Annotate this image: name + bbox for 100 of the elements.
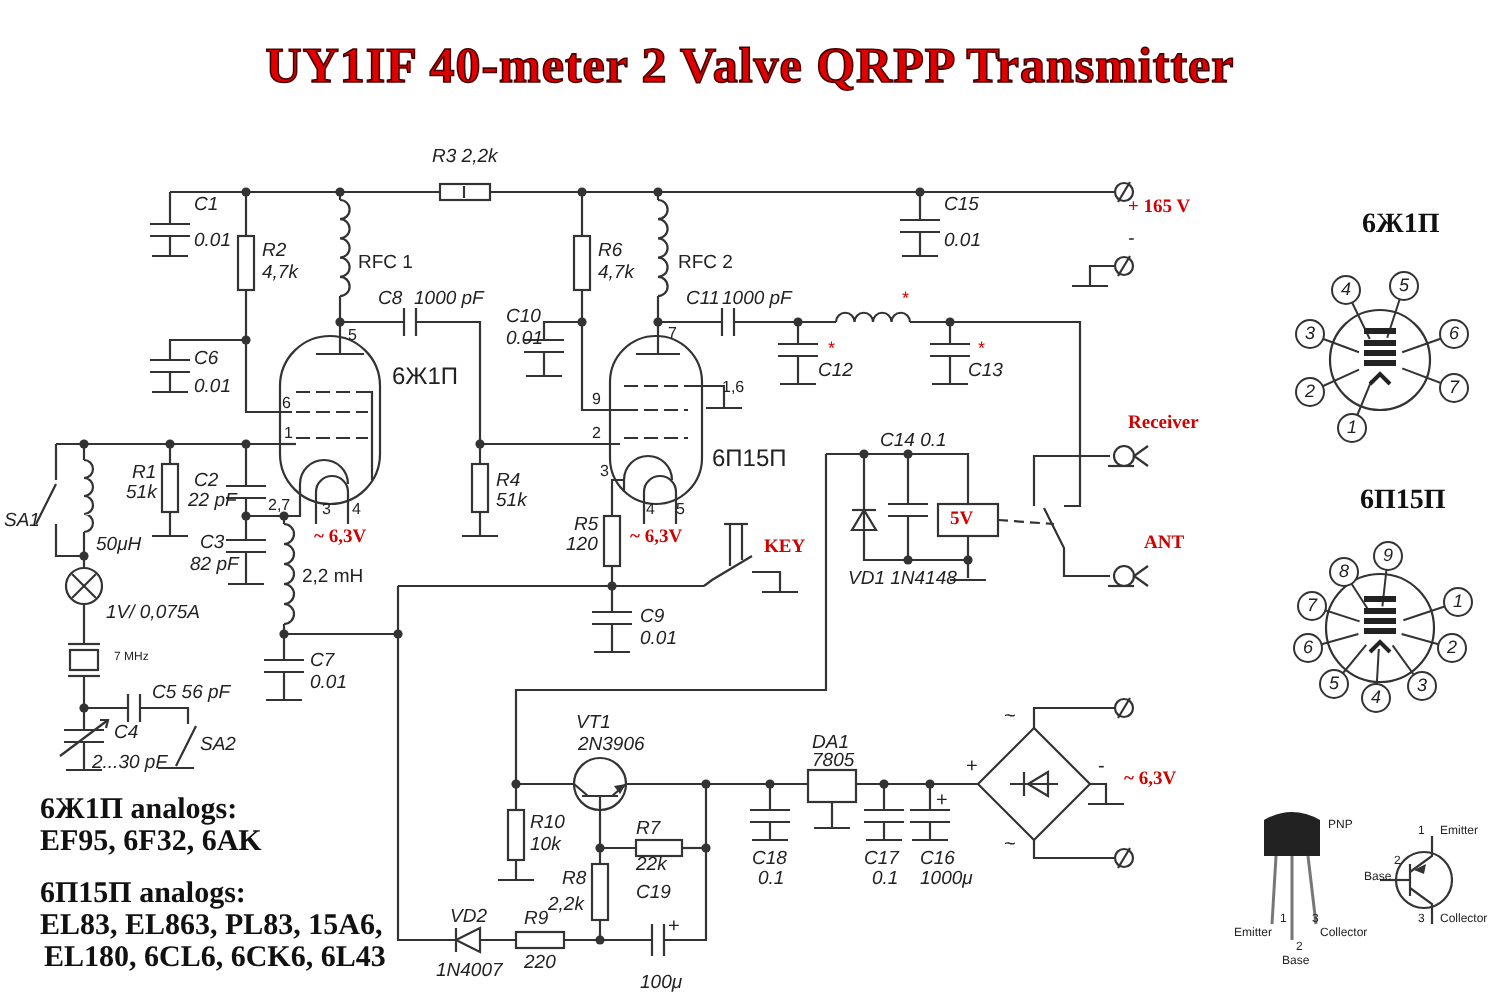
- component-label: SA2: [200, 736, 236, 755]
- pin-number: 6: [282, 396, 291, 412]
- component-label: 120: [566, 536, 598, 555]
- analogs-note: 6Ж1П analogs:: [40, 796, 238, 826]
- component-label: C18: [752, 850, 787, 869]
- signal-label: ANT: [1144, 536, 1185, 555]
- component-label: C7: [310, 652, 335, 671]
- component-label: 0.01: [194, 232, 231, 251]
- pin-number: 1: [1453, 593, 1463, 611]
- signal-label: ~ 6,3V: [630, 530, 683, 549]
- component-label: C16: [920, 850, 955, 869]
- component-label: 0.1: [872, 870, 899, 889]
- pin-number: 6: [1303, 639, 1313, 657]
- component-label: 2,2k: [548, 896, 584, 915]
- polarity-mark: -: [1098, 758, 1105, 778]
- pin-number: 2,7: [268, 498, 291, 514]
- component-label: 2N3906: [578, 736, 645, 755]
- component-label: C1: [194, 196, 219, 215]
- marker-symbol: *: [978, 340, 986, 358]
- signal-label: Receiver: [1128, 416, 1199, 435]
- component-label: C15: [944, 196, 979, 215]
- pin-number: 1: [284, 426, 293, 442]
- component-label: 4,7k: [598, 264, 634, 283]
- component-label: C8: [378, 290, 403, 309]
- component-label: 0.01: [640, 630, 677, 649]
- pin-number: 4: [352, 502, 361, 518]
- pin-number: 5: [1399, 277, 1409, 295]
- component-label: 100μ: [640, 974, 683, 993]
- analogs-note: EF95, 6F32, 6AK: [40, 828, 262, 858]
- pin-number: 4: [646, 502, 655, 518]
- pinout-heading: 6П15П: [1360, 488, 1446, 516]
- component-label: 1000μ: [920, 870, 973, 889]
- component-label: R6: [598, 242, 623, 261]
- component-label: 1000 pF: [414, 290, 484, 309]
- signal-label: ~ 6,3V: [314, 530, 367, 549]
- component-label: R10: [530, 814, 565, 833]
- component-label: R5: [574, 516, 599, 535]
- component-label: 2,2 mH: [302, 568, 364, 587]
- component-label: 4,7k: [262, 264, 298, 283]
- component-label: R4: [496, 472, 521, 491]
- component-label: 1000 pF: [722, 290, 792, 309]
- signal-label: 5V: [950, 512, 974, 531]
- component-label: 82 pF: [190, 556, 239, 575]
- marker-symbol: *: [828, 340, 836, 358]
- component-label: C17: [864, 850, 899, 869]
- pin-number: 8: [1339, 563, 1349, 581]
- component-label: C3: [200, 534, 225, 553]
- pin-number: 3: [600, 464, 609, 480]
- polarity-mark: ~: [1004, 708, 1016, 728]
- marker-symbol: *: [902, 290, 910, 308]
- component-label: 220: [524, 954, 556, 973]
- component-label: C6: [194, 350, 219, 369]
- component-label: 50μH: [96, 536, 142, 555]
- signal-label: KEY: [764, 540, 806, 559]
- analogs-note: EL180, 6CL6, 6CK6, 6L43: [44, 944, 386, 974]
- analogs-note: 6П15П analogs:: [40, 880, 246, 910]
- component-label: C12: [818, 362, 853, 381]
- tube-label: 6Ж1П: [392, 364, 459, 388]
- polarity-mark: +: [936, 792, 948, 812]
- component-label: 0.01: [944, 232, 981, 251]
- component-label: 22k: [636, 856, 667, 875]
- pin-number: 7: [1449, 379, 1459, 397]
- component-label: 51k: [126, 484, 157, 503]
- component-label: R7: [636, 820, 661, 839]
- component-label: C13: [968, 362, 1003, 381]
- component-label: VD1 1N4148: [848, 570, 957, 589]
- component-label: 0.01: [310, 674, 347, 693]
- component-label: C11: [686, 290, 720, 309]
- component-label: R1: [132, 464, 157, 483]
- component-label: C19: [636, 884, 671, 903]
- pin-number: 3: [322, 502, 331, 518]
- component-label: R8: [562, 870, 587, 889]
- polarity-mark: +: [668, 918, 680, 938]
- pin-number: 1: [1347, 419, 1357, 437]
- pin-number: 5: [348, 328, 357, 344]
- pin-number: 2: [592, 426, 601, 442]
- signal-label: ~ 6,3V: [1124, 772, 1177, 791]
- pin-number: 6: [1449, 325, 1459, 343]
- component-label: SA1: [4, 512, 40, 531]
- pin-number: 3: [1417, 677, 1427, 695]
- tube-label: 6П15П: [712, 446, 787, 470]
- polarity-mark: +: [966, 758, 978, 778]
- component-label: C10: [506, 308, 541, 327]
- component-label: -: [1128, 230, 1135, 249]
- pin-number: 7: [1307, 597, 1317, 615]
- component-label: 0.1: [758, 870, 785, 889]
- component-label: R3 2,2k: [432, 148, 498, 167]
- pin-number: 1,6: [722, 380, 745, 396]
- component-label: R9: [524, 910, 549, 929]
- component-label: R2: [262, 242, 287, 261]
- polarity-mark: ~: [1004, 836, 1016, 856]
- pin-number: 5: [676, 502, 685, 518]
- pin-number: 7: [668, 326, 677, 342]
- component-label: 1N4007: [436, 962, 503, 981]
- component-label: 10k: [530, 836, 561, 855]
- pin-number: 4: [1341, 281, 1351, 299]
- pinout-heading: 6Ж1П: [1362, 212, 1440, 240]
- component-label: 7805: [812, 752, 855, 771]
- pin-number: 2: [1305, 383, 1315, 401]
- component-label: RFC 2: [678, 254, 733, 273]
